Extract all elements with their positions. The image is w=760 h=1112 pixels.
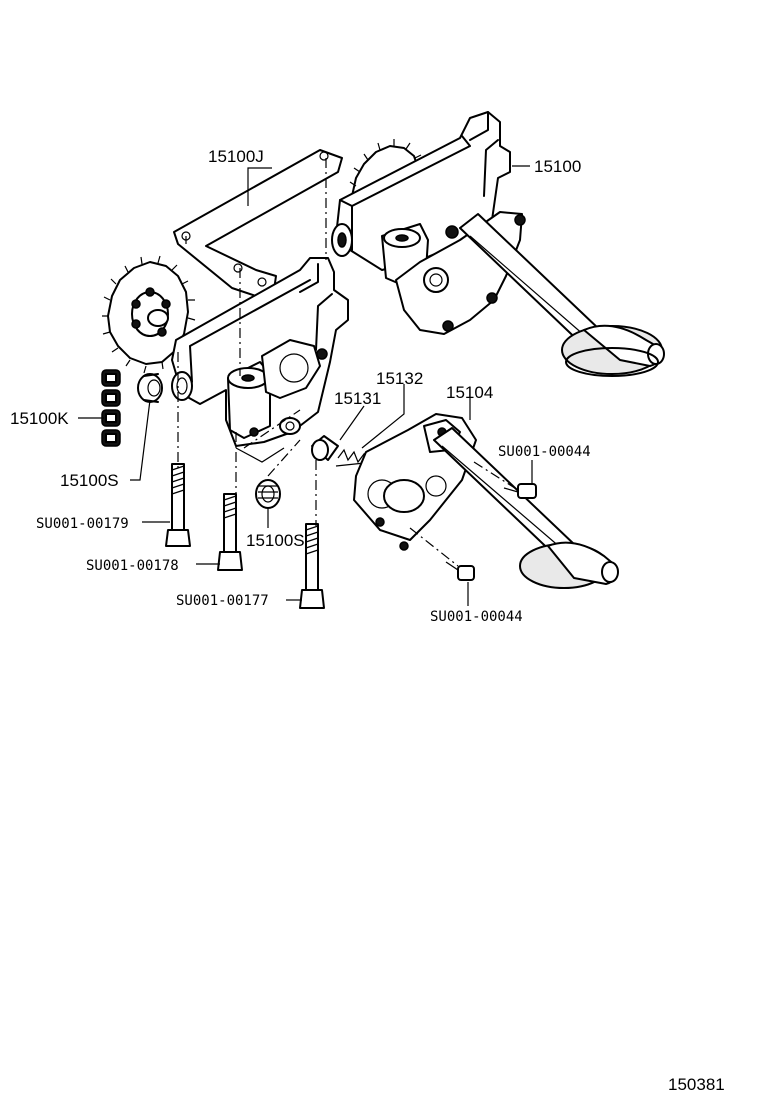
figure-number: 150381 xyxy=(668,1075,725,1094)
label-SU001-00179: SU001-00179 xyxy=(36,516,129,532)
chain-15100K xyxy=(101,369,121,447)
bolt-SU001-00044-a xyxy=(503,483,537,499)
label-15131: 15131 xyxy=(334,389,381,408)
oil-pump-assembly-15100 xyxy=(331,111,665,377)
bolt-SU001-00177 xyxy=(299,523,325,609)
relief-valve-15131 xyxy=(311,435,339,461)
seal-15100S-left xyxy=(137,373,163,403)
label-15100S-right: 15100S xyxy=(246,531,305,550)
seal-15100S-right xyxy=(255,479,281,509)
label-15100: 15100 xyxy=(534,157,581,176)
label-SU001-00178: SU001-00178 xyxy=(86,558,179,574)
bolt-SU001-00178 xyxy=(217,493,243,571)
sprocket xyxy=(102,255,196,374)
label-SU001-00044-a: SU001-00044 xyxy=(498,444,591,460)
label-SU001-00177: SU001-00177 xyxy=(176,593,269,609)
label-15100J: 15100J xyxy=(208,147,264,166)
label-15100K: 15100K xyxy=(10,409,69,428)
label-15132: 15132 xyxy=(376,369,423,388)
pump-body-exploded xyxy=(171,257,349,463)
label-SU001-00044-b: SU001-00044 xyxy=(430,609,523,625)
bolt-SU001-00044-b xyxy=(445,561,475,581)
cover-15104 xyxy=(353,413,619,589)
bolt-SU001-00179 xyxy=(165,463,191,547)
leader-lines xyxy=(78,165,533,606)
alignment-lines xyxy=(177,158,519,567)
label-15104: 15104 xyxy=(446,383,493,402)
label-15100S-left: 15100S xyxy=(60,471,119,490)
